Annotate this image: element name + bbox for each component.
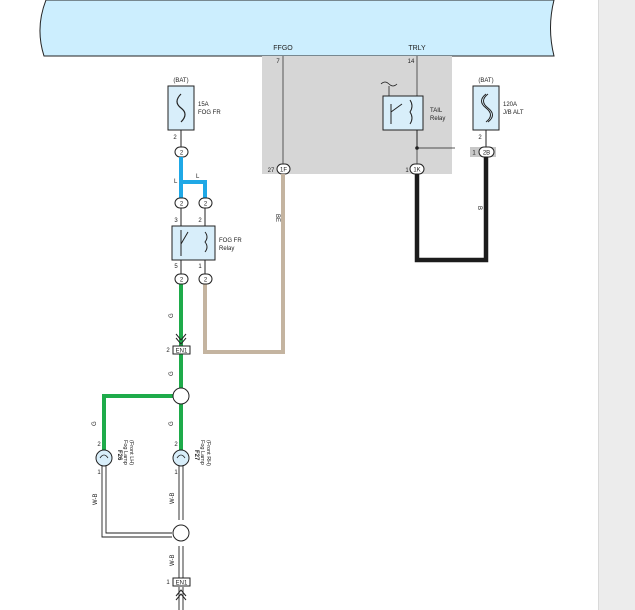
ffgo-label: FFGO xyxy=(273,45,293,52)
wiring-diagram: FFGO 7 TRLY 14 TAIL Relay (BAT) 15A FOG … xyxy=(39,0,555,610)
fog-lamp-lh-bottom-pin: 1 xyxy=(97,470,101,476)
wire-black-label: B xyxy=(476,206,482,210)
fog-lamp-rh-label-1: Fog Lamp xyxy=(199,440,205,465)
wire-white-label-3: W-B xyxy=(170,554,176,566)
trly-pin: 14 xyxy=(408,59,415,65)
fog-relay-conn-bottom-right xyxy=(198,273,213,285)
fog-lamp-lh-id: F26 xyxy=(116,450,122,461)
fuse-alt-symbol xyxy=(481,93,493,123)
fuse-alt-source: (BAT) xyxy=(478,78,493,84)
wire-white xyxy=(101,466,184,610)
junction-e1a-arrow xyxy=(175,333,187,345)
fog-relay-label-1: FOG FR xyxy=(219,238,242,244)
svg-text:1K: 1K xyxy=(413,168,420,174)
wire-white-label-1: W-B xyxy=(93,493,99,505)
fog-lamp-lh-label-1: Fog Lamp xyxy=(122,440,128,465)
viewer-scroll-gutter[interactable] xyxy=(598,0,635,610)
svg-text:EN1: EN1 xyxy=(176,349,188,355)
document-page: FFGO 7 TRLY 14 TAIL Relay (BAT) 15A FOG … xyxy=(39,0,555,610)
wire-green-label-3: G xyxy=(92,421,98,426)
fog-relay-pin-3: 3 xyxy=(174,218,178,224)
fog-lamp-rh-bottom-pin: 1 xyxy=(174,470,178,476)
fuse-alt-pin: 2 xyxy=(478,135,482,141)
tail-relay-symbol xyxy=(390,99,413,125)
junction-e1a xyxy=(172,345,191,355)
trly-label: TRLY xyxy=(408,45,426,52)
ecu-band xyxy=(39,0,555,57)
fog-relay-label-2: Relay xyxy=(219,246,234,252)
svg-text:2: 2 xyxy=(204,278,208,284)
fog-relay-box xyxy=(171,225,216,261)
fuse-alt-rating: 120A xyxy=(503,102,517,108)
svg-text:2: 2 xyxy=(180,278,184,284)
fog-lamp-rh-bulb-icon xyxy=(172,449,190,467)
wire-tan-label: BE xyxy=(274,214,280,222)
wire-black xyxy=(414,157,489,263)
svg-text:2: 2 xyxy=(204,202,208,208)
ecu-right-pin: 1 xyxy=(405,168,409,174)
ffgo-pin: 7 xyxy=(276,59,280,65)
fog-relay-symbol xyxy=(180,230,208,256)
wire-green-label-2: G xyxy=(169,371,175,376)
fuse-fog-rating: 15A xyxy=(198,102,209,108)
splice-white xyxy=(172,524,190,542)
wire-green-label-1: G xyxy=(169,313,175,318)
fuse-alt-name: J/B ALT xyxy=(503,110,524,116)
tail-relay-box xyxy=(382,95,424,131)
fuse-fog-symbol xyxy=(176,93,186,123)
junction-e1a-pin: 2 xyxy=(166,348,170,354)
fog-lamp-rh-pin: 2 xyxy=(174,442,178,448)
fog-lamp-lh-pin: 2 xyxy=(97,442,101,448)
svg-text:2: 2 xyxy=(180,202,184,208)
wire-blue xyxy=(179,157,207,198)
fog-lamp-lh-bulb-icon xyxy=(95,449,113,467)
ecu-left-pin: 27 xyxy=(268,168,275,174)
wire-green-label-4: G xyxy=(169,421,175,426)
wire-blue-label: L xyxy=(174,179,178,185)
svg-text:2B: 2B xyxy=(483,151,490,157)
fuse-fog-source: (BAT) xyxy=(173,78,188,84)
wire-white-label-2: W-B xyxy=(170,492,176,504)
fog-relay-conn-bottom-left xyxy=(174,273,189,285)
wire-tan xyxy=(203,174,285,354)
fuse-fog-name: FOG FR xyxy=(198,110,221,116)
svg-text:1F: 1F xyxy=(280,168,287,174)
fog-relay-pin-5: 5 xyxy=(174,264,178,270)
fog-relay-pin-2: 2 xyxy=(198,218,202,224)
tail-relay-heat-symbol xyxy=(380,81,398,87)
fog-lamp-lh-label-2: (Front LH) xyxy=(128,440,134,465)
fog-relay-pin-1: 1 xyxy=(198,264,202,270)
wire-blue-label-2: L xyxy=(196,174,200,180)
tail-relay-label-1: TAIL xyxy=(430,108,443,114)
junction-e1b-arrow xyxy=(175,589,187,601)
tail-relay-label-2: Relay xyxy=(430,116,445,122)
svg-text:1: 1 xyxy=(472,151,476,157)
junction-e1b-pin: 1 xyxy=(166,580,170,586)
fuse-fog-pin: 2 xyxy=(173,135,177,141)
junction-e1b xyxy=(172,577,191,587)
fog-lamp-rh-id: F27 xyxy=(193,450,199,461)
svg-text:2: 2 xyxy=(180,151,184,157)
splice-green xyxy=(172,387,190,405)
fog-lamp-rh-label-2: (Front RH) xyxy=(205,440,211,466)
svg-text:EN1: EN1 xyxy=(176,581,188,587)
